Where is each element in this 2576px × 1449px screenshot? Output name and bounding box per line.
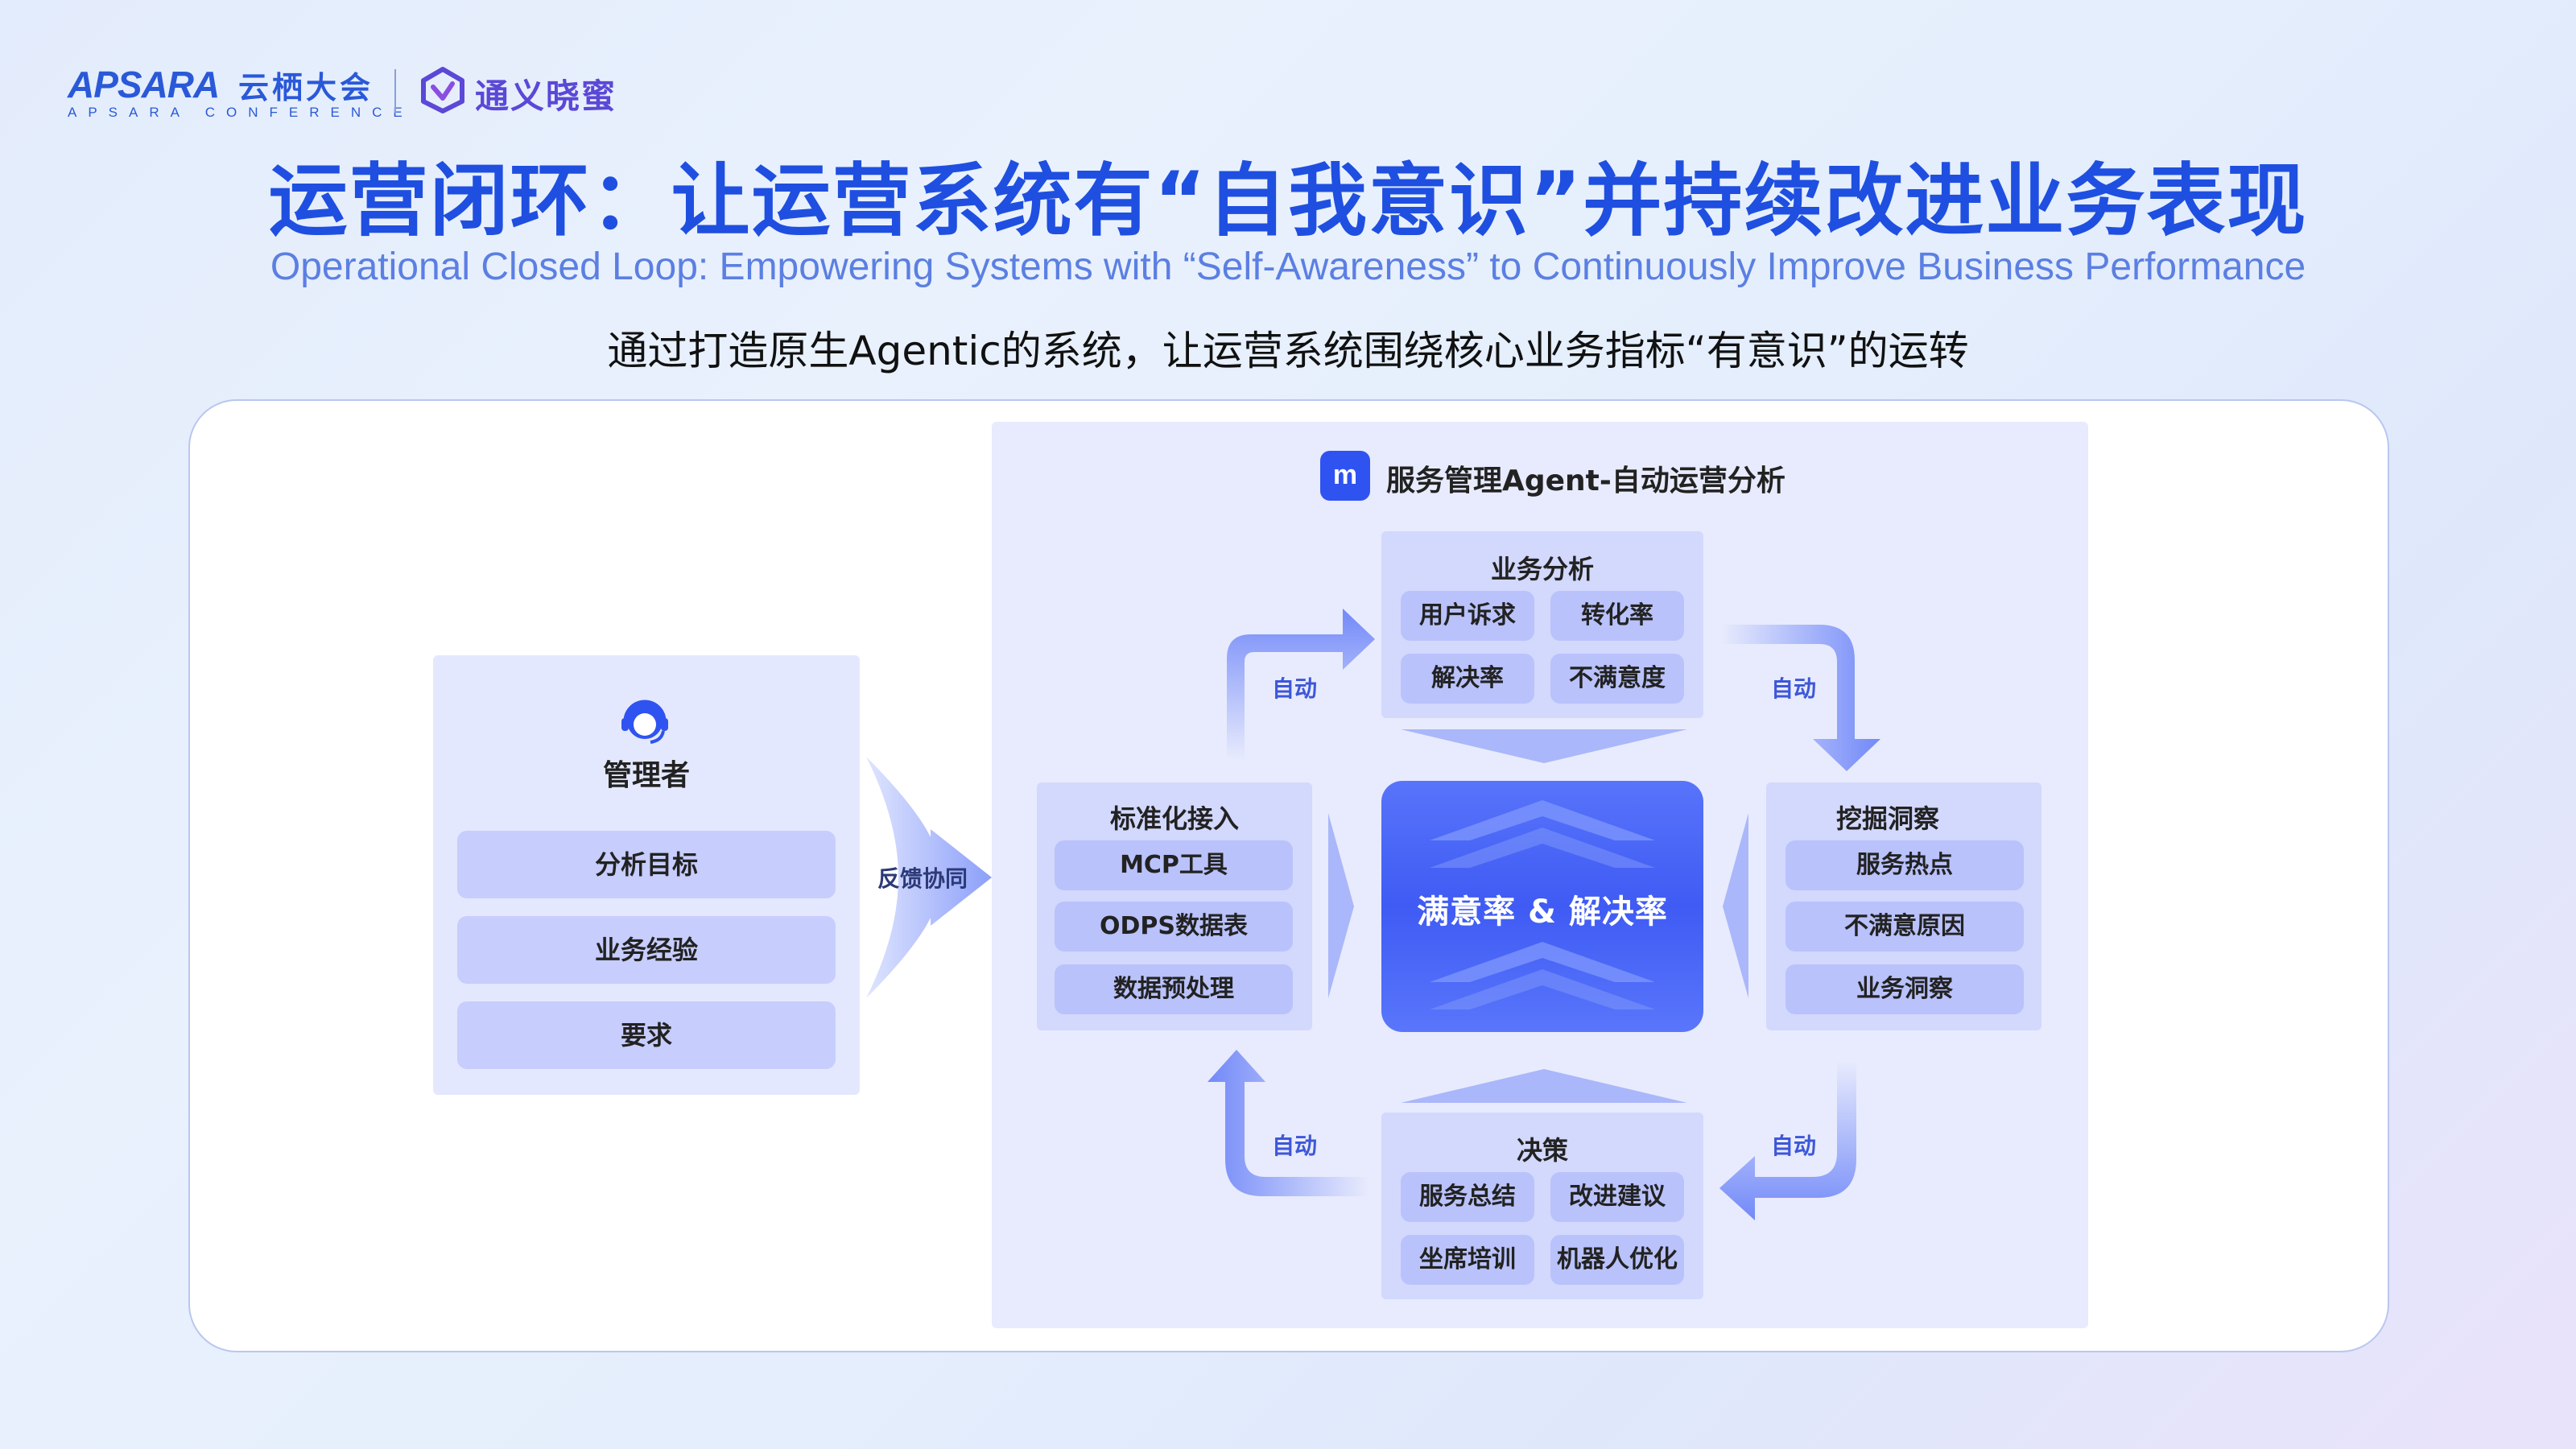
chip-business-insight: 业务洞察 [1785,964,2024,1014]
chip-odps-table: ODPS数据表 [1055,902,1293,952]
auto-label-top-left: 自动 [1272,675,1318,702]
chip-dissatisfaction: 不满意度 [1550,654,1684,704]
chip-bot-optimization: 机器人优化 [1550,1235,1684,1285]
apsara-logo: APSARA [68,64,220,105]
core-metrics-label: 满意率 & 解决率 [1417,894,1668,931]
decision-title: 决策 [1516,1135,1568,1166]
auto-label-bottom-left: 自动 [1272,1133,1318,1159]
manager-item-experience: 业务经验 [457,916,836,984]
feedback-arrow [866,757,992,998]
loop-arrows [1208,609,1880,1220]
chip-service-summary: 服务总结 [1401,1172,1534,1222]
chip-preprocessing: 数据预处理 [1055,964,1293,1014]
chip-agent-training: 坐席培训 [1401,1235,1534,1285]
chip-user-demand: 用户诉求 [1401,591,1534,641]
chip-improvement: 改进建议 [1550,1172,1684,1222]
yunqi-logo-text: 云栖大会 [238,70,374,105]
chip-service-hotspots: 服务热点 [1785,840,2024,890]
logo-divider [394,69,396,113]
apsara-conference-text: APSARA CONFERENCE [68,105,414,120]
manager-item-goal: 分析目标 [457,831,836,898]
center-chevrons [1430,800,1655,1009]
tongyi-xiaomi-icon [421,67,464,114]
core-metrics-box [1381,781,1703,1032]
feedback-label: 反馈协同 [877,865,968,892]
page-title: 运营闭环：让运营系统有“自我意识”并持续改进业务表现 [268,155,2308,247]
analysis-title: 业务分析 [1490,554,1594,584]
auto-label-top-right: 自动 [1771,675,1817,702]
chip-dissatisfaction-causes: 不满意原因 [1785,902,2024,952]
chip-mcp-tools: MCP工具 [1055,840,1293,890]
chip-resolution-rate: 解决率 [1401,654,1534,704]
auto-label-bottom-right: 自动 [1771,1133,1817,1159]
english-title: Operational Closed Loop: Empowering Syst… [270,246,2306,288]
manager-title: 管理者 [602,759,690,792]
agent-title: 服务管理Agent-自动运营分析 [1386,464,1785,497]
page-subtitle: 通过打造原生Agentic的系统，让运营系统围绕核心业务指标“有意识”的运转 [607,328,1969,374]
access-title: 标准化接入 [1109,803,1239,834]
agent-logo-icon: m [1320,451,1370,501]
headset-agent-icon [621,700,668,744]
chip-conversion-rate: 转化率 [1550,591,1684,641]
tongyi-xiaomi-logo-text: 通义晓蜜 [475,76,617,116]
insight-title: 挖掘洞察 [1835,803,1939,834]
manager-item-requirement: 要求 [457,1001,836,1069]
